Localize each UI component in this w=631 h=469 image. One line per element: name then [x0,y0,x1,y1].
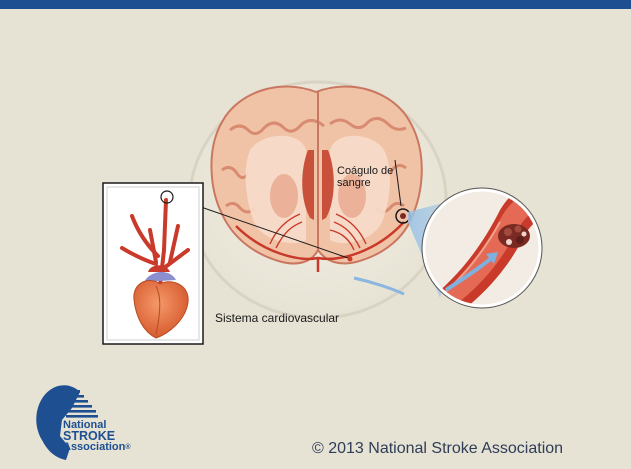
cardiovascular-label: Sistema cardiovascular [215,311,339,325]
clot-label-line2: sangre [337,177,393,189]
logo-text: National STROKE Association® [63,420,131,453]
logo-registered-mark: ® [125,444,130,451]
connector-endpoint [348,257,353,262]
logo-line3-text: Association [63,441,125,453]
cardiovascular-inset [103,183,203,344]
clot-label: Coágulo de sangre [337,165,393,189]
clot-label-line1: Coágulo de [337,165,393,177]
blood-clot [498,224,530,248]
copyright-text: © 2013 National Stroke Association [312,440,563,458]
logo-line3: Association® [63,442,131,453]
